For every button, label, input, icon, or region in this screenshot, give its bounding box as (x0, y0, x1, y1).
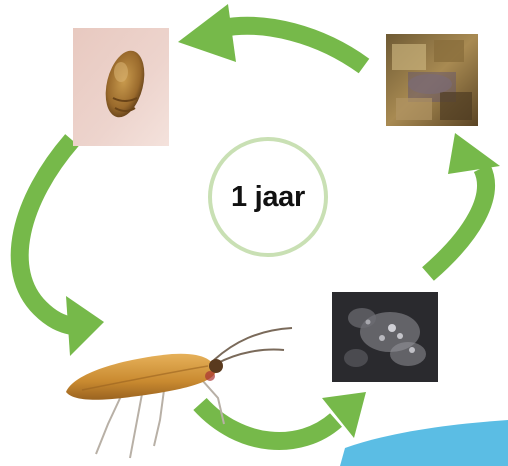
cycle-center-circle: 1 jaar (208, 137, 328, 257)
arrow-head-right (448, 133, 500, 174)
cycle-duration-label: 1 jaar (231, 181, 305, 214)
arrow-larva-to-pupa (222, 26, 364, 66)
arrow-eggs-to-larva (428, 168, 486, 274)
eggs-photo (332, 292, 438, 382)
arrow-head-top (178, 4, 236, 62)
arrow-pupa-to-moth (20, 140, 72, 326)
pupa-photo (73, 28, 169, 146)
moth-drawing (52, 320, 302, 466)
larva-photo (386, 34, 478, 126)
